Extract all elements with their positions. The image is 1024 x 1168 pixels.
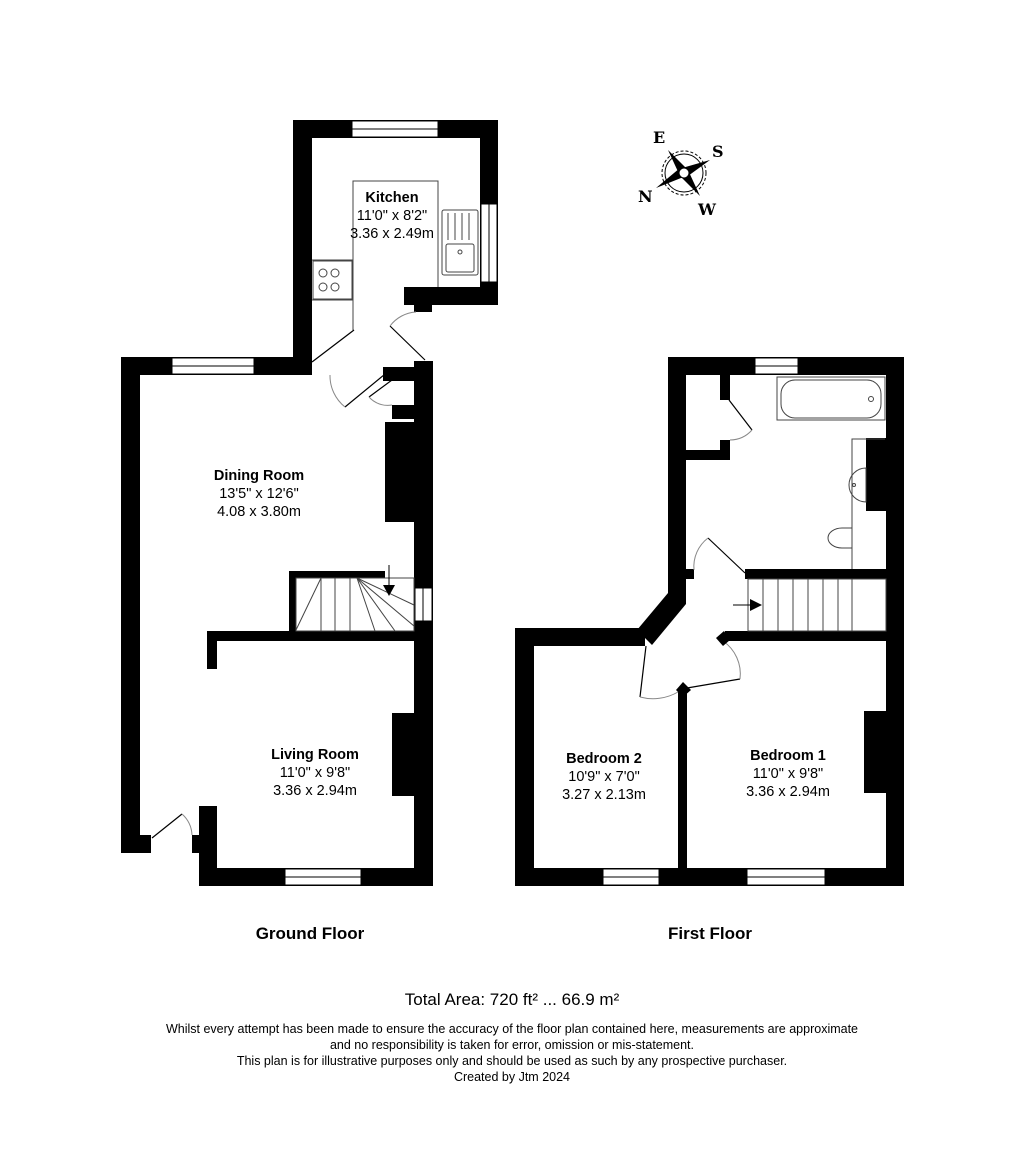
first-floor-fixtures (639, 376, 887, 700)
room-dimension-metric: 3.27 x 2.13m (562, 787, 646, 803)
room-dimension-imperial: 11'0" x 8'2" (356, 208, 428, 224)
ground-floor-fixtures (151, 180, 479, 839)
stair-arrow-icon (750, 599, 762, 611)
room-name: Bedroom 2 (566, 751, 642, 767)
room-label-dining-room: Dining Room 13'5" x 12'6" 4.08 x 3.80m (214, 467, 304, 521)
compass-west-label: W (697, 200, 717, 219)
room-label-living-room: Living Room 11'0" x 9'8" 3.36 x 2.94m (271, 746, 359, 800)
room-dimension-imperial: 10'9" x 7'0" (568, 769, 640, 785)
room-dimension-imperial: 11'0" x 9'8" (752, 766, 824, 782)
room-dimension-metric: 3.36 x 2.94m (273, 783, 357, 799)
room-name: Living Room (271, 747, 359, 763)
disclaimer-line: and no responsibility is taken for error… (329, 1038, 695, 1052)
door-jamb-marker (716, 631, 730, 646)
room-name: Kitchen (365, 190, 419, 206)
first-floor-walls (515, 357, 904, 886)
total-area: Total Area: 720 ft² ... 66.9 m² (404, 990, 620, 1009)
disclaimer: Whilst every attempt has been made to en… (0, 1021, 1024, 1085)
room-dimension-metric: 3.36 x 2.49m (350, 226, 434, 242)
compass-south-label: S (712, 142, 724, 161)
credit-line: Created by Jtm 2024 (453, 1070, 571, 1084)
room-label-kitchen: Kitchen 11'0" x 8'2" 3.36 x 2.49m (350, 189, 434, 243)
compass-rose-icon: E S N W (638, 128, 724, 219)
floor-title-first: First Floor (667, 924, 753, 943)
floor-title-ground: Ground Floor (255, 924, 365, 943)
door-jamb-marker (676, 682, 691, 697)
room-label-bedroom-2: Bedroom 2 10'9" x 7'0" 3.27 x 2.13m (562, 750, 646, 804)
disclaimer-line: Whilst every attempt has been made to en… (165, 1022, 859, 1036)
first-floor-windows (602, 357, 826, 886)
room-label-bedroom-1: Bedroom 1 11'0" x 9'8" 3.36 x 2.94m (746, 747, 830, 801)
disclaimer-line: This plan is for illustrative purposes o… (236, 1054, 788, 1068)
room-dimension-imperial: 11'0" x 9'8" (279, 765, 351, 781)
room-name: Bedroom 1 (750, 748, 826, 764)
room-dimension-imperial: 13'5" x 12'6" (219, 486, 299, 502)
stair-arrow-icon (383, 585, 395, 596)
room-dimension-metric: 3.36 x 2.94m (746, 784, 830, 800)
room-dimension-metric: 4.08 x 3.80m (217, 504, 301, 520)
compass-east-label: E (653, 128, 665, 147)
room-name: Dining Room (213, 468, 305, 484)
compass-north-label: N (638, 187, 653, 206)
ground-floor-windows (171, 120, 498, 886)
